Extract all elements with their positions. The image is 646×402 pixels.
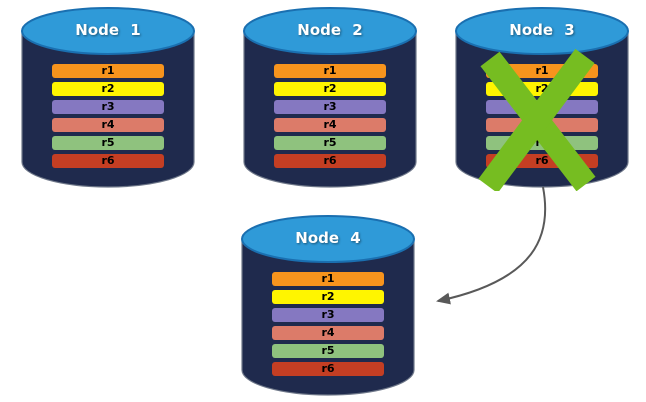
row-r1: r1	[272, 272, 384, 286]
node-1-database: Node 1 r1 r2 r3 r4 r5 r6	[18, 5, 198, 191]
row-r3: r3	[274, 100, 386, 114]
row-r1: r1	[52, 64, 164, 78]
row-r1: r1	[274, 64, 386, 78]
row-r3: r3	[272, 308, 384, 322]
row-r2: r2	[274, 82, 386, 96]
row-r6: r6	[52, 154, 164, 168]
row-r6: r6	[272, 362, 384, 376]
row-r3: r3	[52, 100, 164, 114]
row-r4: r4	[274, 118, 386, 132]
row-r5: r5	[274, 136, 386, 150]
node-2-title: Node 2	[297, 21, 363, 39]
node-4-rows: r1 r2 r3 r4 r5 r6	[272, 272, 384, 376]
node-1-title: Node 1	[75, 21, 141, 39]
node-4-database: Node 4 r1 r2 r3 r4 r5 r6	[238, 213, 418, 399]
node-2-database: Node 2 r1 r2 r3 r4 r5 r6	[240, 5, 420, 191]
node-1-rows: r1 r2 r3 r4 r5 r6	[52, 64, 164, 168]
node-3-title: Node 3	[509, 21, 575, 39]
row-r2: r2	[272, 290, 384, 304]
node-2-rows: r1 r2 r3 r4 r5 r6	[274, 64, 386, 168]
row-r2: r2	[52, 82, 164, 96]
row-r5: r5	[272, 344, 384, 358]
node-4-title: Node 4	[295, 229, 361, 247]
row-r6: r6	[274, 154, 386, 168]
row-r5: r5	[52, 136, 164, 150]
row-r4: r4	[272, 326, 384, 340]
row-r4: r4	[52, 118, 164, 132]
failure-x-icon	[478, 48, 596, 191]
